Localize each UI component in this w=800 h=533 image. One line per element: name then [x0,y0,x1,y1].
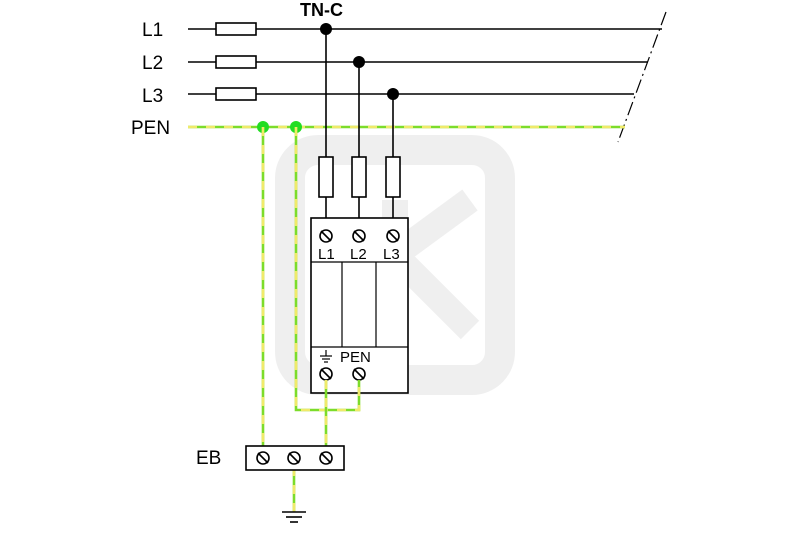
terminal-label-l2: L2 [350,246,367,263]
label-l1: L1 [142,20,163,41]
break-mark [617,11,667,143]
label-l2: L2 [142,53,163,74]
device-pen-label: PEN [340,349,371,366]
terminal-screw-earth [319,367,333,381]
terminal-screw-l2 [352,229,366,243]
terminal-screw-pen [352,367,366,381]
phase-conductor-l3 [188,87,634,101]
fuse-l2 [215,55,257,69]
junction-dot-l2 [353,56,365,68]
terminal-label-l1: L1 [318,246,335,263]
earth-bar-label: EB [196,448,221,469]
terminal-screw-l3 [386,229,400,243]
phase-conductor-l2 [188,55,648,69]
device-fuse-l3 [385,156,401,198]
earth-bar-screw-2 [287,451,301,465]
ground-icon [282,511,306,523]
junction-dot-l3 [387,88,399,100]
phase-conductor-l1 [188,22,662,36]
label-l3: L3 [142,86,163,107]
fuse-l3 [215,87,257,101]
fuse-l1 [215,22,257,36]
earth-bar-screw-1 [256,451,270,465]
junction-dot-l1 [320,23,332,35]
device-fuse-l1 [318,156,334,198]
device-fuse-l2 [351,156,367,198]
surge-protective-device [310,217,409,394]
pe-wiring [261,127,361,512]
terminal-label-l3: L3 [383,246,400,263]
earth-symbol-icon [320,350,332,363]
diagram-title: TN-C [300,0,343,20]
label-pen: PEN [131,118,170,139]
earth-bar-screw-3 [319,451,333,465]
terminal-screw-l1 [319,229,333,243]
